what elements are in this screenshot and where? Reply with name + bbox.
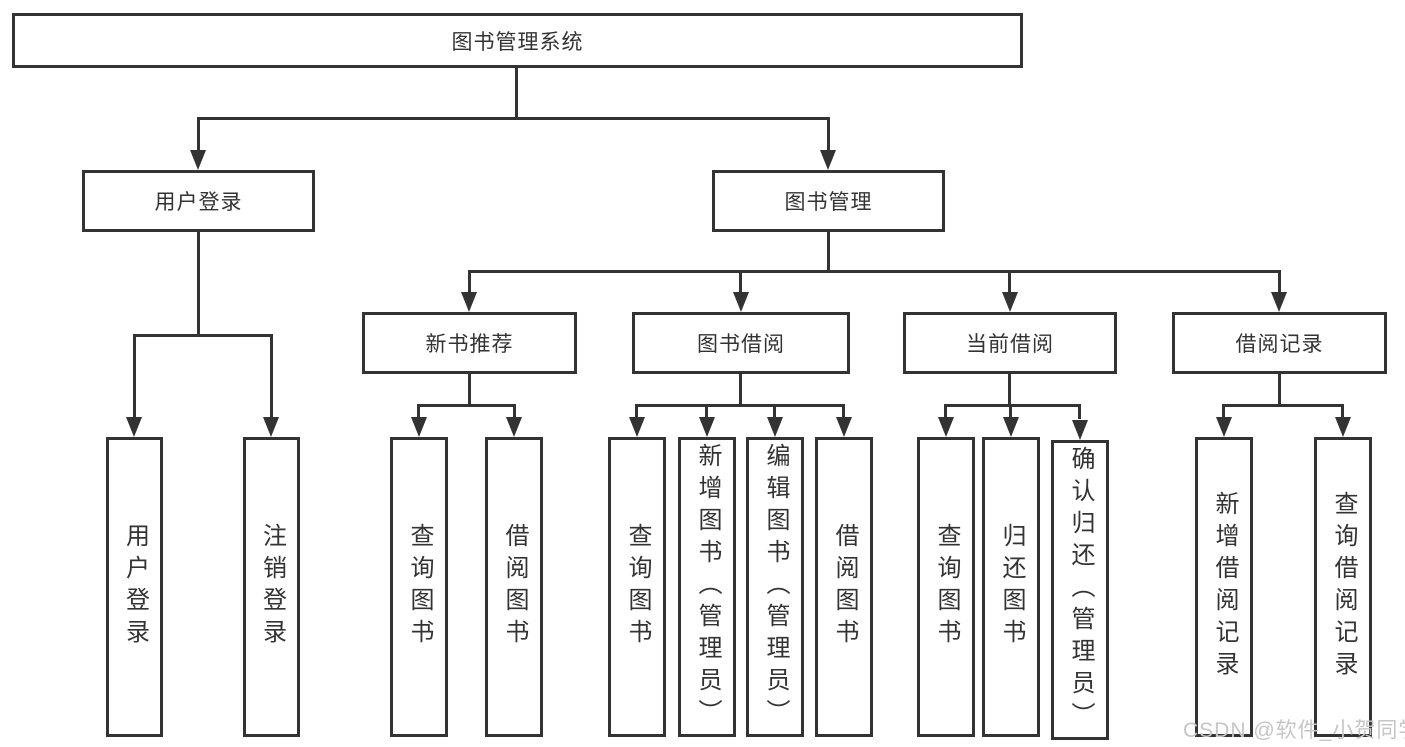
arrow-down-icon (1003, 417, 1019, 437)
leaf-borrow-borrow-books-label: 借阅图书 (831, 523, 858, 651)
connector-root-drop (515, 66, 518, 119)
connector-leaf-shaft (773, 405, 776, 419)
leaf-confirm-return-admin-label: 确认归还（管理员） (1067, 446, 1094, 734)
leaf-user-login: 用户登录 (106, 437, 163, 737)
connector-bookborrow-rail (635, 404, 845, 407)
connector-userlogin-shaft (197, 118, 200, 152)
connector-bookborrow-drop (739, 374, 742, 407)
leaf-borrow-borrow-books: 借阅图书 (815, 437, 873, 737)
arrow-down-icon (263, 417, 279, 437)
node-user-login: 用户登录 (82, 170, 315, 232)
leaf-return-books-label: 归还图书 (998, 523, 1025, 651)
arrow-down-icon (1335, 417, 1351, 437)
leaf-newbook-borrow-books: 借阅图书 (485, 437, 543, 737)
leaf-user-login-label: 用户登录 (121, 523, 149, 651)
node-borrowing-records: 借阅记录 (1172, 312, 1387, 374)
leaf-edit-books-admin: 编辑图书（管理员） (746, 437, 804, 737)
connector-level3-rail (468, 270, 1281, 273)
arrow-down-icon (1072, 420, 1088, 440)
node-current-borrowing-label: 当前借阅 (966, 333, 1054, 356)
arrow-down-icon (938, 417, 954, 437)
arrow-down-icon (190, 150, 206, 170)
connector-leaf-shaft (513, 405, 516, 419)
connector-current-rail (944, 404, 1081, 407)
node-book-borrowing: 图书借阅 (632, 312, 850, 374)
arrow-down-icon (1216, 417, 1232, 437)
connector-level3-shaft (1008, 271, 1011, 294)
leaf-add-borrow-record: 新增借阅记录 (1195, 437, 1253, 737)
arrow-down-icon (411, 417, 427, 437)
node-new-book-recommend-label: 新书推荐 (425, 333, 514, 356)
leaf-query-borrow-record-label: 查询借阅记录 (1330, 491, 1357, 683)
leaf-newbook-borrow-books-label: 借阅图书 (501, 523, 528, 651)
leaf-logout-label: 注销登录 (258, 523, 286, 651)
leaf-borrow-query-books-label: 查询图书 (624, 523, 651, 651)
connector-newbook-drop (468, 374, 471, 407)
connector-userlogin-rail (133, 334, 273, 337)
arrow-down-icon (836, 417, 852, 437)
arrow-down-icon (699, 417, 715, 437)
connector-leaf-shaft (133, 335, 136, 417)
leaf-logout: 注销登录 (243, 437, 300, 737)
connector-record-rail (1222, 404, 1344, 407)
connector-leaf-shaft (1222, 405, 1225, 419)
leaf-borrow-query-books: 查询图书 (608, 437, 666, 737)
connector-leaf-shaft (1009, 405, 1012, 419)
connector-bookmgmt-shaft (827, 118, 830, 152)
connector-current-drop (1008, 374, 1011, 407)
arrow-down-icon (820, 150, 836, 170)
leaf-return-books: 归还图书 (982, 437, 1040, 737)
connector-leaf-shaft (1078, 405, 1081, 419)
connector-leaf-shaft (842, 405, 845, 419)
node-borrowing-records-label: 借阅记录 (1235, 333, 1324, 356)
connector-level1-rail (197, 117, 830, 120)
connector-leaf-shaft (417, 405, 420, 419)
leaf-newbook-query-books: 查询图书 (390, 437, 448, 737)
connector-level3-shaft (1278, 271, 1281, 294)
connector-leaf-shaft (705, 405, 708, 419)
arrow-down-icon (629, 417, 645, 437)
connector-leaf-shaft (635, 405, 638, 419)
leaf-add-books-admin: 新增图书（管理员） (678, 437, 736, 737)
connector-newbook-rail (417, 404, 516, 407)
node-book-management-label: 图书管理 (784, 191, 873, 214)
connector-bookmgmt-drop (827, 232, 830, 272)
node-book-borrowing-label: 图书借阅 (697, 333, 785, 356)
connector-record-drop (1278, 374, 1281, 407)
csdn-watermark: CSDN @软件_小贺同学 (1183, 719, 1405, 742)
leaf-add-borrow-record-label: 新增借阅记录 (1211, 491, 1238, 683)
arrow-down-icon (1002, 292, 1018, 312)
leaf-query-borrow-record: 查询借阅记录 (1314, 437, 1372, 737)
node-root-label: 图书管理系统 (451, 30, 584, 54)
node-book-management: 图书管理 (712, 170, 945, 232)
arrow-down-icon (126, 417, 142, 437)
connector-leaf-shaft (944, 405, 947, 419)
leaf-current-query-books: 查询图书 (917, 437, 975, 737)
node-new-book-recommend: 新书推荐 (362, 312, 577, 374)
node-user-login-label: 用户登录 (154, 191, 243, 214)
leaf-edit-books-admin-label: 编辑图书（管理员） (762, 443, 789, 731)
connector-leaf-shaft (270, 335, 273, 417)
connector-leaf-shaft (1341, 405, 1344, 419)
arrow-down-icon (461, 292, 477, 312)
connector-level3-shaft (739, 271, 742, 294)
connector-level3-shaft (468, 271, 471, 294)
arrow-down-icon (767, 417, 783, 437)
leaf-newbook-query-books-label: 查询图书 (406, 523, 433, 651)
leaf-confirm-return-admin: 确认归还（管理员） (1051, 440, 1109, 740)
leaf-current-query-books-label: 查询图书 (933, 523, 960, 651)
arrow-down-icon (506, 417, 522, 437)
arrow-down-icon (733, 292, 749, 312)
node-current-borrowing: 当前借阅 (903, 312, 1117, 374)
node-root-system: 图书管理系统 (12, 13, 1023, 68)
leaf-add-books-admin-label: 新增图书（管理员） (694, 443, 721, 731)
connector-userlogin-drop (197, 232, 200, 336)
arrow-down-icon (1271, 292, 1287, 312)
